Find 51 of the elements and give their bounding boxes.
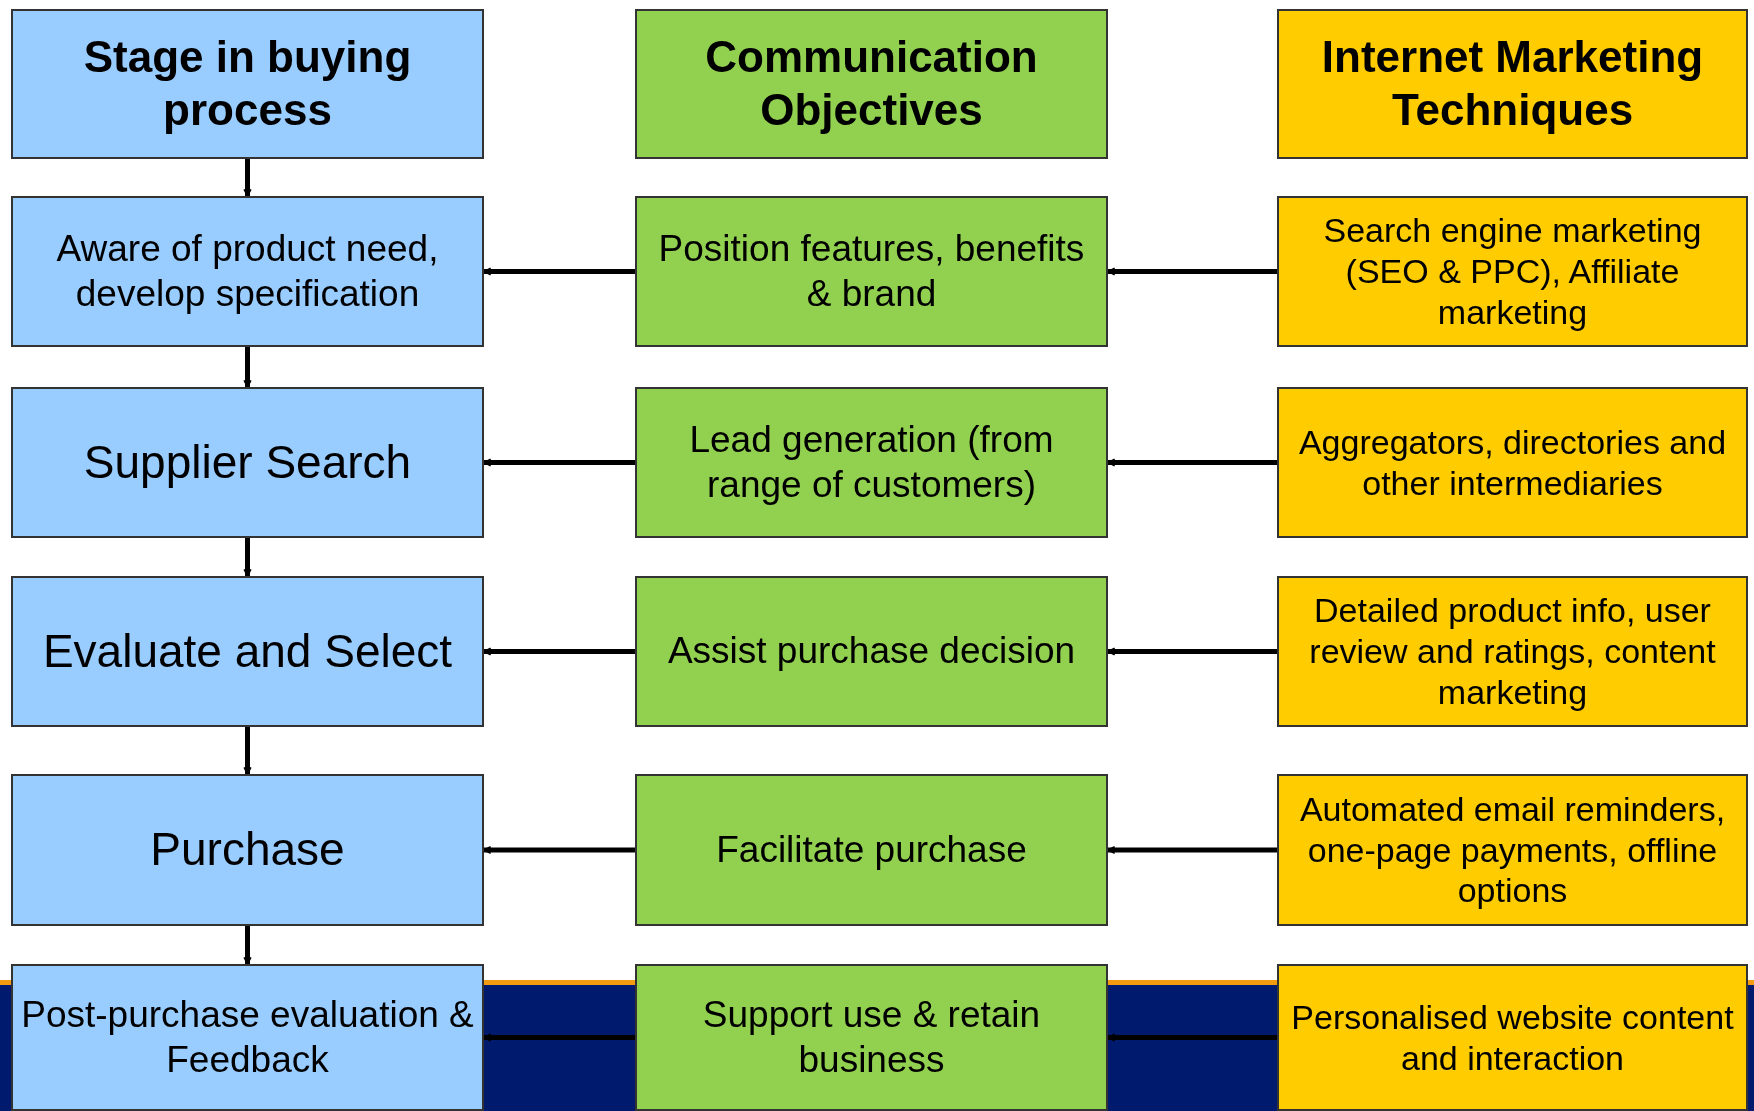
step-text: Supplier Search: [83, 434, 412, 490]
arrow: [483, 845, 635, 855]
step-text: Assist purchase decision: [667, 629, 1076, 674]
process-box: [11, 576, 484, 727]
step-text: Search engine marketing (SEO & PPC), Affiliate marketing: [1322, 210, 1703, 333]
arrow: [243, 538, 252, 577]
step-text: Aware of product need, develop specification: [55, 227, 440, 316]
process-box: [1277, 576, 1748, 727]
step-text: Position features, benefits & brand: [657, 227, 1086, 316]
column-heading: Stage in buying process: [82, 31, 413, 136]
process-box: [11, 196, 484, 347]
arrow: [1107, 845, 1277, 855]
process-box: [1277, 196, 1748, 347]
header-box: [1277, 9, 1748, 159]
arrow: [1107, 267, 1277, 276]
arrow: [1107, 647, 1277, 656]
step-text: Support use & retain business: [701, 993, 1042, 1082]
arrow: [243, 926, 252, 965]
process-box: [1277, 964, 1748, 1111]
arrow: [483, 647, 635, 656]
process-box: [1277, 387, 1748, 538]
process-box: [635, 964, 1108, 1111]
header-box: [11, 9, 484, 159]
step-text: Purchase: [150, 822, 345, 878]
column-heading: Communication Objectives: [704, 31, 1039, 136]
arrow: [483, 458, 635, 467]
process-box: [11, 774, 484, 926]
arrow: [483, 267, 635, 276]
step-text: Automated email reminders, one-page payments, offline options: [1298, 788, 1727, 912]
column-heading: Internet Marketing Techniques: [1320, 31, 1705, 136]
process-box: [635, 774, 1108, 926]
process-box: [11, 387, 484, 538]
step-text: Aggregators, directories and other intermediaries: [1297, 421, 1728, 504]
step-text: Evaluate and Select: [42, 623, 453, 679]
process-box: [1277, 774, 1748, 926]
step-text: Personalised website content and interaction: [1290, 996, 1735, 1079]
step-text: Detailed product info, user review and ratings, content marketing: [1308, 590, 1717, 713]
process-box: [635, 576, 1108, 727]
step-text: Facilitate purchase: [716, 827, 1027, 872]
process-box: [635, 387, 1108, 538]
arrow: [243, 347, 252, 388]
arrow: [243, 727, 252, 775]
header-box: [635, 9, 1108, 159]
process-box: [11, 964, 484, 1111]
step-text: Lead generation (from range of customers): [688, 418, 1055, 507]
arrow: [1107, 458, 1277, 467]
arrow: [483, 1033, 635, 1042]
process-box: [635, 196, 1108, 347]
arrow: [243, 159, 252, 197]
arrow: [1107, 1033, 1277, 1042]
step-text: Post-purchase evaluation & Feedback: [21, 993, 474, 1082]
